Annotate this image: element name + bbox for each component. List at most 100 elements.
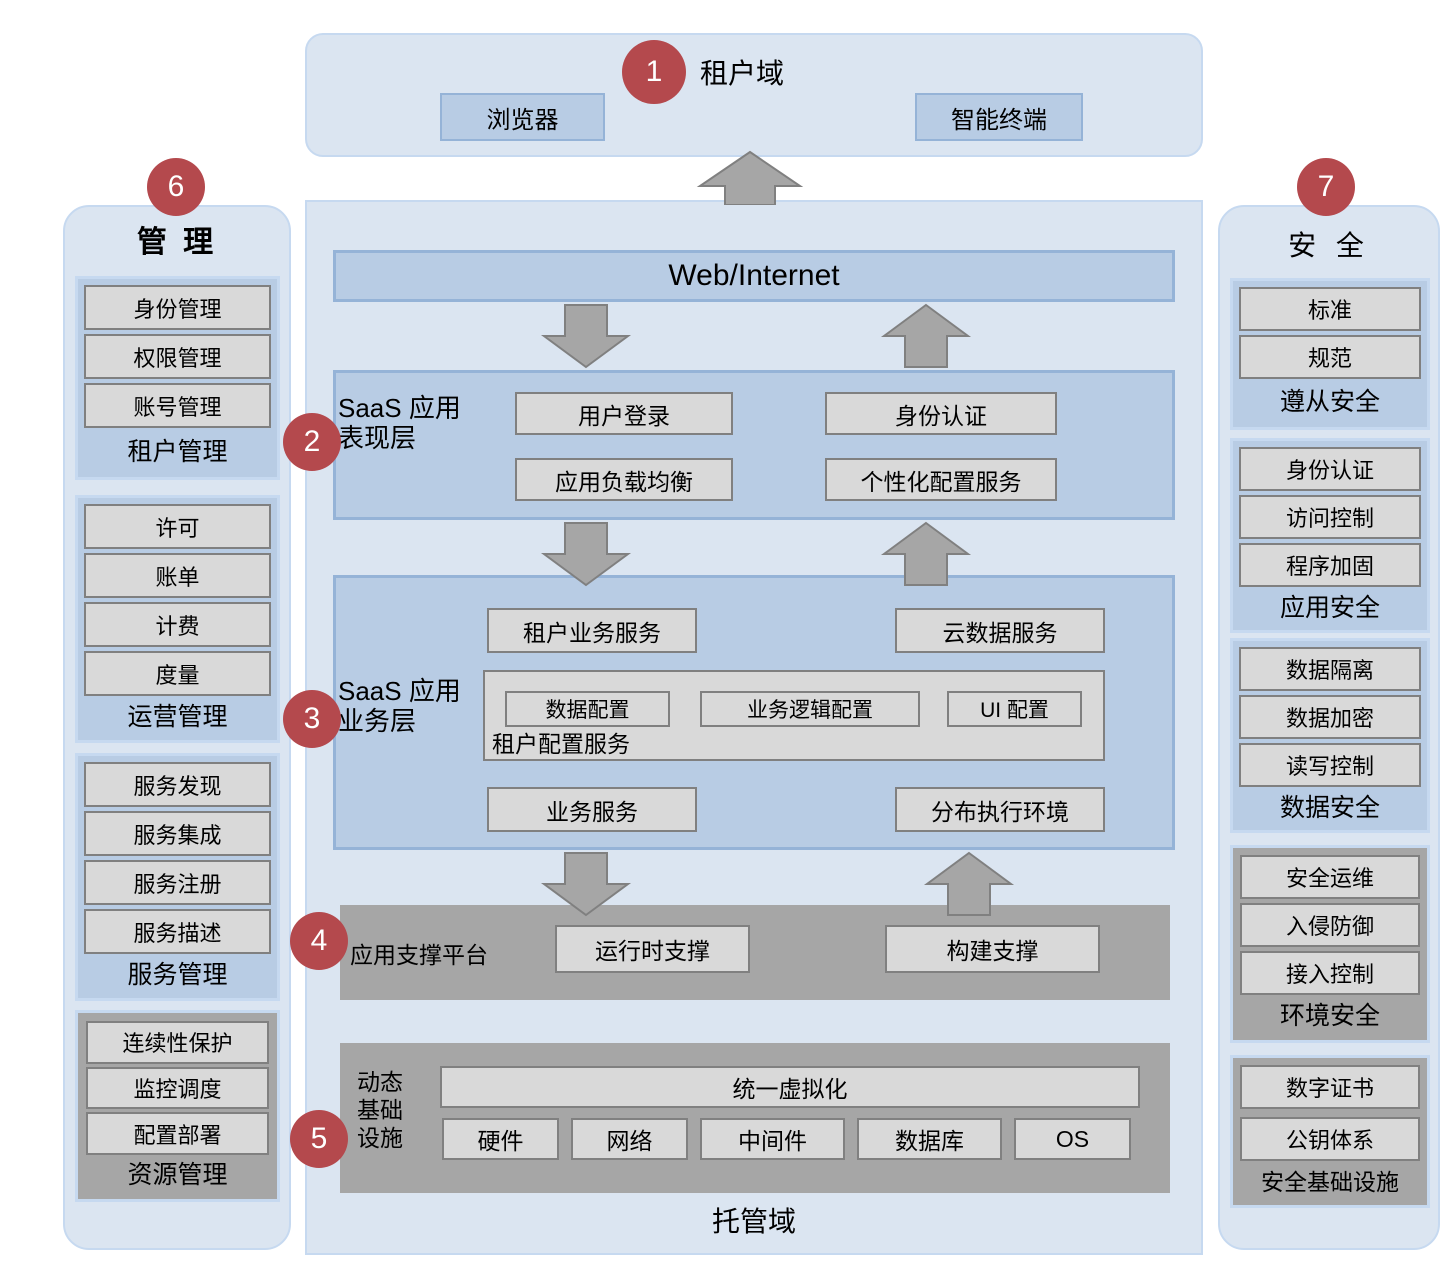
item-user-login-label: 用户登录 <box>578 402 670 429</box>
business-layer-label-line1: SaaS 应用 <box>338 676 461 706</box>
item-personalized-config-service[interactable]: 个性化配置服务 <box>825 458 1057 501</box>
arrow-up-support-to-business <box>923 851 1015 917</box>
security-group-infrastructure-title: 安全基础设施 <box>1261 1168 1399 1195</box>
sec-item-read-write-control[interactable]: 读写控制 <box>1239 743 1421 787</box>
item-network[interactable]: 网络 <box>571 1118 688 1160</box>
mgmt-item-account-management[interactable]: 账号管理 <box>84 383 271 428</box>
sec-item-data-encryption-label: 数据加密 <box>1285 706 1374 731</box>
arrow-up-to-tenant <box>695 150 805 205</box>
mgmt-item-metering[interactable]: 度量 <box>84 651 271 696</box>
sec-item-program-hardening[interactable]: 程序加固 <box>1239 543 1421 587</box>
item-app-load-balance[interactable]: 应用负载均衡 <box>515 458 733 501</box>
item-data-config[interactable]: 数据配置 <box>505 691 670 727</box>
sec-item-identity-auth-label: 身份认证 <box>1285 458 1374 483</box>
security-panel-title: 安 全 <box>1288 230 1370 261</box>
item-cloud-data-service[interactable]: 云数据服务 <box>895 608 1105 653</box>
sec-item-intrusion-prevention[interactable]: 入侵防御 <box>1240 903 1420 947</box>
infrastructure-label-line1: 动态 <box>357 1069 403 1095</box>
sec-item-security-ops[interactable]: 安全运维 <box>1240 855 1420 899</box>
item-hardware[interactable]: 硬件 <box>442 1118 559 1160</box>
badge-1: 1 <box>622 40 686 104</box>
sec-item-specification[interactable]: 规范 <box>1239 335 1421 379</box>
badge-4: 4 <box>290 912 348 970</box>
item-cloud-data-service-label: 云数据服务 <box>942 619 1058 646</box>
mgmt-item-license-label: 许可 <box>155 515 200 541</box>
item-distributed-runtime[interactable]: 分布执行环境 <box>895 787 1105 832</box>
item-user-login[interactable]: 用户登录 <box>515 392 733 435</box>
mgmt-item-permission-management[interactable]: 权限管理 <box>84 334 271 379</box>
badge-5: 5 <box>290 1110 348 1168</box>
mgmt-item-service-description-label: 服务描述 <box>133 920 222 946</box>
item-unified-virtualization[interactable]: 统一虚拟化 <box>440 1066 1140 1108</box>
tile-browser[interactable]: 浏览器 <box>440 93 605 141</box>
item-middleware[interactable]: 中间件 <box>700 1118 845 1160</box>
support-platform-label: 应用支撑平台 <box>350 941 488 968</box>
sec-item-program-hardening-label: 程序加固 <box>1285 554 1374 579</box>
sec-item-identity-auth[interactable]: 身份认证 <box>1239 447 1421 491</box>
item-business-service[interactable]: 业务服务 <box>487 787 697 832</box>
sec-item-data-isolation-label: 数据隔离 <box>1285 658 1374 683</box>
mgmt-item-monitoring-scheduling[interactable]: 监控调度 <box>86 1066 269 1110</box>
web-internet-band <box>333 250 1175 302</box>
mgmt-item-service-registry-label: 服务注册 <box>133 871 222 897</box>
sec-item-digital-certificate[interactable]: 数字证书 <box>1240 1065 1420 1109</box>
security-group-compliance-title: 遵从安全 <box>1279 388 1380 416</box>
item-hardware-label: 硬件 <box>477 1128 524 1154</box>
item-network-label: 网络 <box>606 1128 653 1154</box>
arrow-down-business-to-support <box>540 851 632 917</box>
sec-item-access-control[interactable]: 访问控制 <box>1239 495 1421 539</box>
business-layer-label: SaaS 应用 业务层 <box>338 676 488 747</box>
mgmt-item-monitoring-scheduling-label: 监控调度 <box>133 1077 222 1102</box>
mgmt-item-service-integration[interactable]: 服务集成 <box>84 811 271 856</box>
item-business-service-label: 业务服务 <box>546 798 638 825</box>
tile-smart-terminal[interactable]: 智能终端 <box>915 93 1083 141</box>
mgmt-item-service-discovery[interactable]: 服务发现 <box>84 762 271 807</box>
mgmt-item-continuity-protection-label: 连续性保护 <box>122 1031 233 1057</box>
mgmt-item-charging-label: 计费 <box>155 613 200 639</box>
management-group-operations-title: 运营管理 <box>127 703 228 731</box>
item-runtime-support[interactable]: 运行时支撑 <box>555 925 750 973</box>
infrastructure-label-line2: 基础 <box>357 1097 403 1124</box>
mgmt-item-identity-management-label: 身份管理 <box>133 296 222 322</box>
mgmt-item-identity-management[interactable]: 身份管理 <box>84 285 271 330</box>
item-identity-auth[interactable]: 身份认证 <box>825 392 1057 435</box>
mgmt-item-service-registry[interactable]: 服务注册 <box>84 860 271 905</box>
item-ui-config-label: UI 配置 <box>980 699 1049 722</box>
mgmt-item-service-integration-label: 服务集成 <box>133 822 222 848</box>
infrastructure-label-line3: 设施 <box>357 1125 403 1152</box>
management-group-service-title: 服务管理 <box>127 961 228 989</box>
mgmt-item-service-discovery-label: 服务发现 <box>133 773 222 799</box>
mgmt-item-metering-label: 度量 <box>155 662 200 688</box>
sec-item-public-key-infrastructure-label: 公钥体系 <box>1285 1128 1374 1153</box>
sec-item-intrusion-prevention-label: 入侵防御 <box>1285 914 1374 939</box>
mgmt-item-charging[interactable]: 计费 <box>84 602 271 647</box>
sec-item-public-key-infrastructure[interactable]: 公钥体系 <box>1240 1117 1420 1161</box>
item-app-load-balance-label: 应用负载均衡 <box>555 468 693 495</box>
management-group-operations: 许可 账单 计费 度量 运营管理 <box>75 495 280 743</box>
mgmt-item-account-management-label: 账号管理 <box>133 394 222 420</box>
sec-item-admission-control[interactable]: 接入控制 <box>1240 951 1420 995</box>
badge-7: 7 <box>1297 158 1355 216</box>
mgmt-item-service-description[interactable]: 服务描述 <box>84 909 271 954</box>
item-runtime-support-label: 运行时支撑 <box>595 938 710 964</box>
mgmt-item-config-deployment[interactable]: 配置部署 <box>86 1112 269 1156</box>
mgmt-item-permission-management-label: 权限管理 <box>133 345 222 371</box>
security-group-data-title: 数据安全 <box>1279 793 1380 822</box>
item-identity-auth-label: 身份认证 <box>895 402 987 429</box>
presentation-layer-label-line1: SaaS 应用 <box>338 393 461 423</box>
item-database[interactable]: 数据库 <box>857 1118 1002 1160</box>
item-build-support[interactable]: 构建支撑 <box>885 925 1100 973</box>
item-database-label: 数据库 <box>895 1128 964 1154</box>
item-business-logic-config[interactable]: 业务逻辑配置 <box>700 691 920 727</box>
mgmt-item-license[interactable]: 许可 <box>84 504 271 549</box>
item-os-label: OS <box>1055 1125 1090 1152</box>
sec-item-data-encryption[interactable]: 数据加密 <box>1239 695 1421 739</box>
mgmt-item-continuity-protection[interactable]: 连续性保护 <box>86 1021 269 1064</box>
item-os[interactable]: OS <box>1014 1118 1131 1160</box>
arrow-up-business-to-presentation <box>880 521 972 587</box>
sec-item-data-isolation[interactable]: 数据隔离 <box>1239 647 1421 691</box>
sec-item-standard[interactable]: 标准 <box>1239 287 1421 331</box>
item-ui-config[interactable]: UI 配置 <box>947 691 1082 727</box>
mgmt-item-billing-statement[interactable]: 账单 <box>84 553 271 598</box>
item-tenant-business-service[interactable]: 租户业务服务 <box>487 608 697 653</box>
